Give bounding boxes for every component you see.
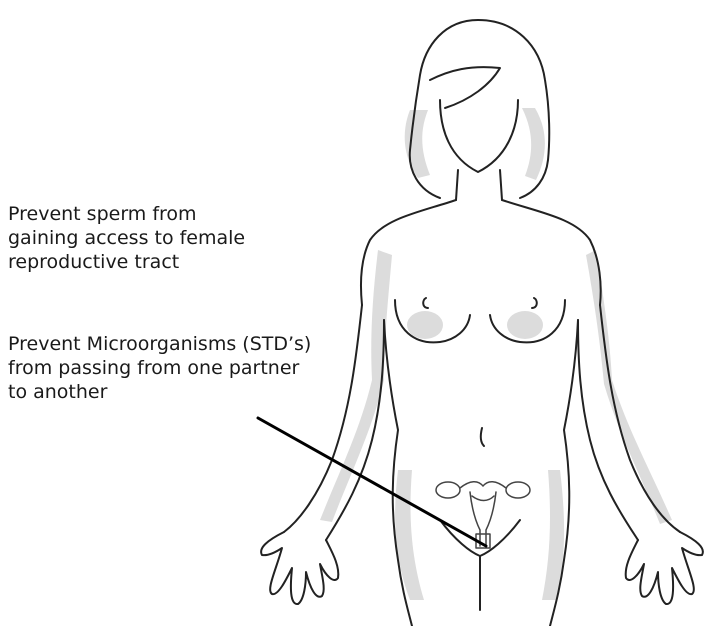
- body-shading: [320, 108, 672, 600]
- caption-sperm-barrier: Prevent sperm from gaining access to fem…: [8, 202, 245, 274]
- caption-line: gaining access to female: [8, 226, 245, 250]
- caption-line: to another: [8, 380, 311, 404]
- caption-line: Prevent sperm from: [8, 202, 245, 226]
- caption-line: Prevent Microorganisms (STD’s): [8, 332, 311, 356]
- body-outline: [261, 20, 703, 626]
- caption-std-barrier: Prevent Microorganisms (STD’s) from pass…: [8, 332, 311, 404]
- caption-line: reproductive tract: [8, 250, 245, 274]
- caption-line: from passing from one partner: [8, 356, 311, 380]
- uterus-ovaries-icon: [436, 482, 530, 548]
